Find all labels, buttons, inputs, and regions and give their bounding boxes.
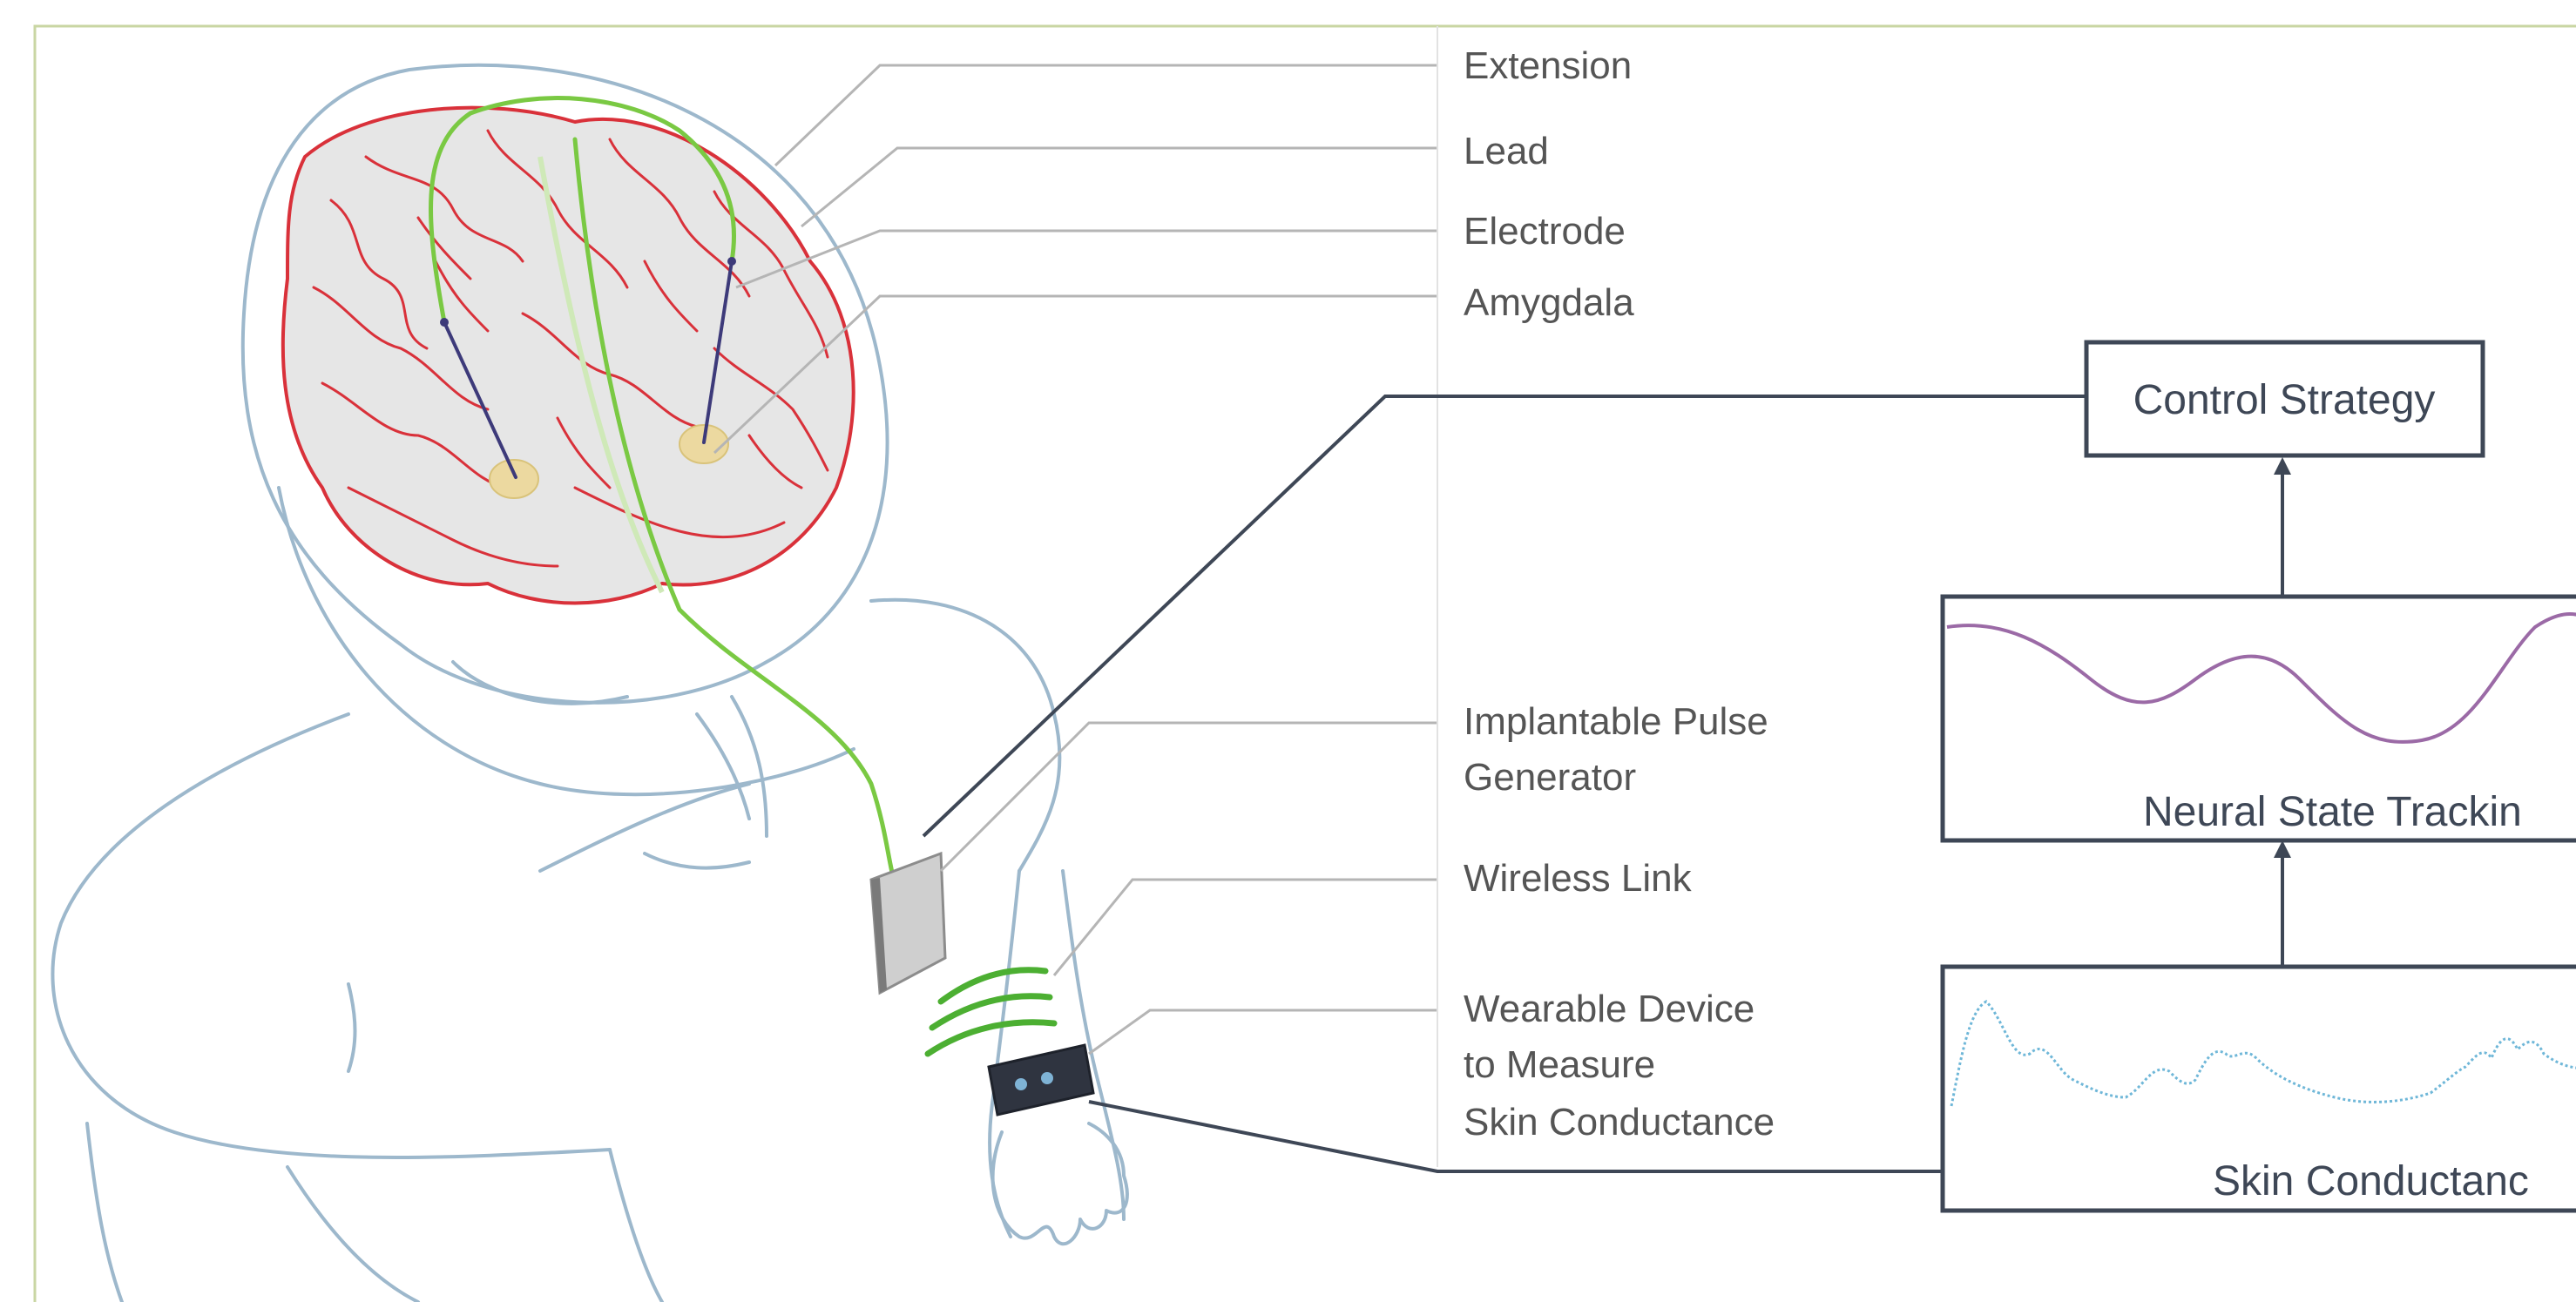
- wristband-device: [989, 1045, 1093, 1115]
- wireless-waves: [928, 970, 1054, 1054]
- amygdala-left: [490, 460, 538, 498]
- collar-line: [540, 784, 749, 871]
- torso-crease: [287, 1167, 418, 1302]
- label-amygdala: Amygdala: [1464, 281, 1634, 324]
- amygdala-right: [679, 425, 728, 463]
- arm-outline-inner: [1063, 871, 1124, 1219]
- label-wearable-line1: Wearable Device: [1464, 988, 1755, 1030]
- label-ipg-line1: Implantable Pulse: [1464, 700, 1768, 743]
- electrode-right-top: [727, 257, 736, 266]
- label-wearable-line3: Skin Conductance: [1464, 1101, 1775, 1143]
- brain: [283, 108, 854, 604]
- label-extension: Extension: [1464, 44, 1632, 87]
- label-wearable-line2: to Measure: [1464, 1043, 1655, 1086]
- chest-line: [645, 853, 749, 868]
- skin-conductance-box: Skin Conductanc: [1943, 967, 2576, 1211]
- control-strategy-title: Control Strategy: [2133, 377, 2436, 423]
- control-strategy-box: Control Strategy: [2086, 342, 2483, 455]
- label-ipg-line2: Generator: [1464, 756, 1636, 799]
- arrow-neural-to-control: [2274, 457, 2291, 597]
- lower-torso-left: [87, 1123, 122, 1302]
- lower-torso-right: [610, 1150, 662, 1302]
- arrow-skin-to-neural: [2274, 840, 2291, 967]
- label-wireless: Wireless Link: [1464, 857, 1693, 900]
- pulse-generator-device: [871, 853, 945, 993]
- neural-state-title: Neural State Trackin: [2143, 789, 2522, 835]
- skin-conductance-title: Skin Conductanc: [2213, 1158, 2529, 1204]
- neural-state-box: Neural State Trackin: [1943, 597, 2576, 840]
- label-electrode: Electrode: [1464, 210, 1626, 253]
- label-lead: Lead: [1464, 130, 1549, 172]
- electrode-left-top: [440, 318, 449, 327]
- hand-outline: [993, 1123, 1127, 1244]
- pec-detail: [348, 984, 355, 1071]
- leader-lines: [714, 26, 1437, 1167]
- neck-detail-1: [697, 714, 749, 819]
